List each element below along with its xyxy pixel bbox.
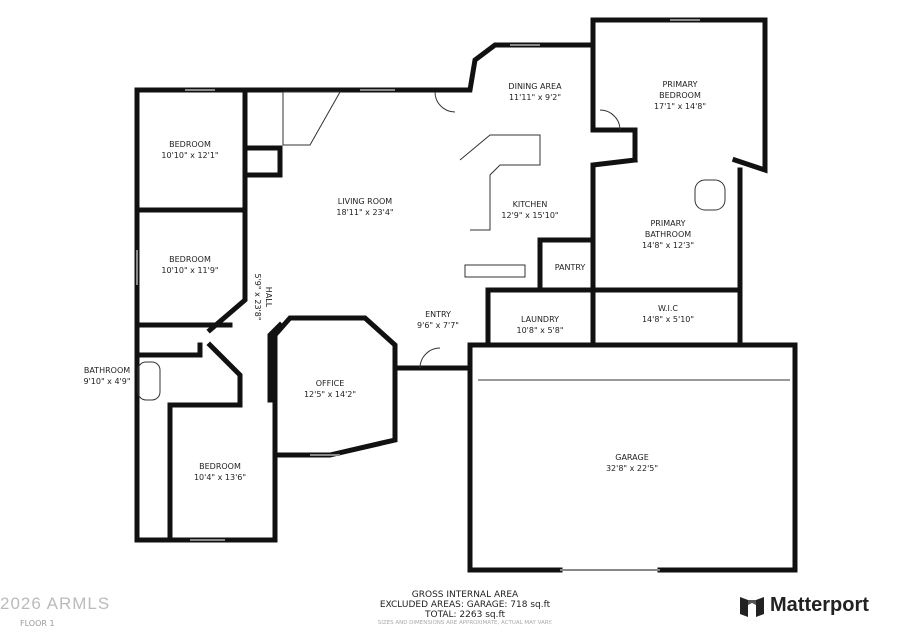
room-name: GARAGE <box>615 453 649 462</box>
walls <box>134 17 798 573</box>
room-size: 10'10" x 11'9" <box>161 266 218 275</box>
room-name: BEDROOM <box>659 91 701 100</box>
room-size: 10'4" x 13'6" <box>194 473 246 482</box>
room-size: 10'8" x 5'8" <box>516 326 563 335</box>
room-size: 12'9" x 15'10" <box>501 211 558 220</box>
room-size: 14'8" x 12'3" <box>642 241 694 250</box>
room-name: KITCHEN <box>513 200 548 209</box>
excluded-areas: EXCLUDED AREAS: GARAGE: 718 sq.ft <box>379 600 551 610</box>
room-size: 5'9" x 23'8" <box>253 273 262 320</box>
gross-area-title: GROSS INTERNAL AREA <box>411 590 519 600</box>
room-name: HALL <box>264 287 273 308</box>
disclaimer: SIZES AND DIMENSIONS ARE APPROXIMATE, AC… <box>377 620 553 626</box>
room-name: PRIMARY <box>650 219 685 228</box>
room-size: 11'11" x 9'2" <box>509 93 561 102</box>
room-size: 10'10" x 12'1" <box>161 151 218 160</box>
room-name: BEDROOM <box>199 462 241 471</box>
room-size: 14'8" x 5'10" <box>642 315 694 324</box>
brand-name: Matterport <box>770 594 869 616</box>
matterport-logo: Matterport <box>740 594 869 617</box>
area-summary: GROSS INTERNAL AREA EXCLUDED AREAS: GARA… <box>350 590 580 627</box>
total-area: TOTAL: 2263 sq.ft <box>424 610 505 620</box>
room-name: PRIMARY <box>662 80 697 89</box>
room-size: 9'10" x 4'9" <box>83 377 130 386</box>
room-name: BATHROOM <box>645 230 691 239</box>
room-name: BEDROOM <box>169 140 211 149</box>
room-name: PANTRY <box>555 263 586 272</box>
room-labels: BEDROOM 10'10" x 12'1" BEDROOM 10'10" x … <box>83 80 706 482</box>
room-size: 17'1" x 14'8" <box>654 102 706 111</box>
room-name: DINING AREA <box>508 82 562 91</box>
room-name: ENTRY <box>425 310 451 319</box>
room-name: OFFICE <box>316 379 345 388</box>
matterport-logo-icon <box>740 596 764 617</box>
watermark: 2026 ARMLS <box>0 594 111 613</box>
room-name: LIVING ROOM <box>338 197 393 206</box>
room-size: 32'8" x 22'5" <box>606 464 658 473</box>
room-size: 9'6" x 7'7" <box>417 321 459 330</box>
room-name: BEDROOM <box>169 255 211 264</box>
room-size: 18'11" x 23'4" <box>336 208 393 217</box>
floor-label: FLOOR 1 <box>20 619 55 628</box>
room-name: BATHROOM <box>84 366 130 375</box>
room-name: LAUNDRY <box>521 315 559 324</box>
room-size: 12'5" x 14'2" <box>304 390 356 399</box>
room-name: W.I.C <box>658 304 678 313</box>
